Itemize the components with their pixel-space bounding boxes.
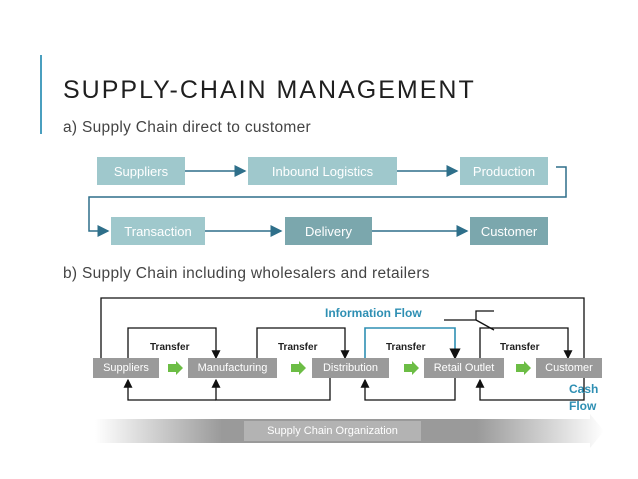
accent-bar xyxy=(40,55,42,134)
information-flow-top xyxy=(444,310,494,321)
node-suppliers: Suppliers xyxy=(93,358,159,378)
section-b-heading: b) Supply Chain including wholesalers an… xyxy=(63,265,430,282)
cash-flow-line1: Cash xyxy=(569,382,599,396)
flow-arrow-4 xyxy=(516,361,531,375)
page-title: SUPPLY-CHAIN MANAGEMENT xyxy=(63,76,476,104)
section-a-heading: a) Supply Chain direct to customer xyxy=(63,119,311,136)
chain-a-customer: Customer xyxy=(470,217,548,245)
transfer-label-4: Transfer xyxy=(500,342,540,353)
chain-a-inbound-logistics: Inbound Logistics xyxy=(248,157,397,185)
information-loop xyxy=(100,297,585,360)
node-manufacturing: Manufacturing xyxy=(188,358,277,378)
supply-chain-organization-label: Supply Chain Organization xyxy=(244,421,421,441)
transfer-label-3: Transfer xyxy=(386,342,426,353)
node-customer: Customer xyxy=(536,358,602,378)
cash-bracket-4 xyxy=(123,378,216,401)
information-flow-label: Information Flow xyxy=(325,306,422,320)
cash-flow-line2: Flow xyxy=(569,399,597,413)
chain-a-suppliers: Suppliers xyxy=(97,157,185,185)
transfer-label-2: Transfer xyxy=(278,342,318,353)
cash-bracket-2 xyxy=(360,378,456,401)
arrow-a-wrap xyxy=(88,166,567,237)
cash-bracket-1 xyxy=(475,378,585,401)
cash-flow-label: Cash Flow xyxy=(569,381,598,415)
node-retail-outlet: Retail Outlet xyxy=(424,358,504,378)
flow-arrow-1 xyxy=(168,361,183,375)
chain-a-transaction: Transaction xyxy=(111,217,205,245)
transfer-label-1: Transfer xyxy=(150,342,190,353)
chain-a-delivery: Delivery xyxy=(285,217,372,245)
node-distribution: Distribution xyxy=(312,358,389,378)
chain-a-production: Production xyxy=(460,157,548,185)
transfer-bracket-3 xyxy=(364,327,461,360)
flow-arrow-3 xyxy=(404,361,419,375)
transfer-bracket-4 xyxy=(479,327,573,360)
transfer-bracket-1 xyxy=(127,327,221,360)
transfer-bracket-2 xyxy=(256,327,350,360)
cash-bracket-3 xyxy=(211,378,331,401)
flow-arrow-2 xyxy=(291,361,306,375)
